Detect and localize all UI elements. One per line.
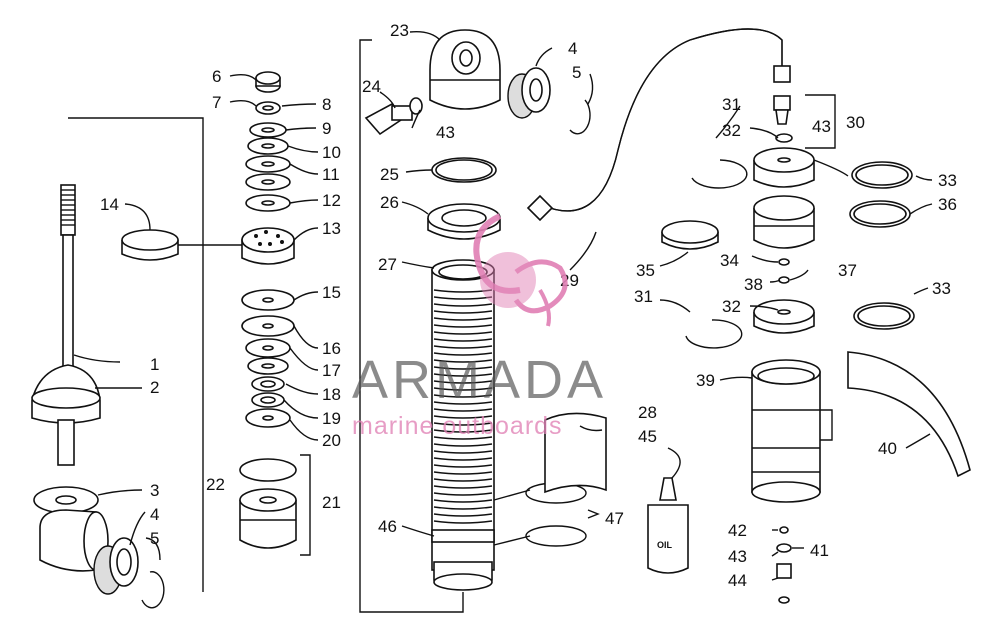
callout-c7: 7 <box>212 93 221 112</box>
part-40-curved-guard <box>847 351 971 478</box>
callout-c36: 36 <box>938 195 957 214</box>
callout-c25: 25 <box>380 165 399 184</box>
part-45-oil-bottle: OIL <box>647 477 689 574</box>
part-31a-ring <box>691 159 748 189</box>
part-34-piston-body <box>753 195 815 249</box>
callout-c12: 12 <box>322 191 341 210</box>
part-32a-piston <box>753 133 815 188</box>
part-27-cylinder <box>431 259 495 591</box>
callout-c22: 22 <box>206 475 225 494</box>
callout-c40: 40 <box>878 439 897 458</box>
watermark-logo-icon <box>473 213 568 327</box>
callout-c5b: 5 <box>572 63 581 82</box>
callout-c28: 28 <box>638 403 657 422</box>
part-47-rings <box>493 482 587 547</box>
callout-c23: 23 <box>390 21 409 40</box>
part-26-seal <box>427 203 501 240</box>
callout-c37: 37 <box>838 261 857 280</box>
part-24-fitting <box>364 97 423 136</box>
callout-c43b: 43 <box>812 117 831 136</box>
part-32b-piston <box>753 299 815 334</box>
part-piston-valve <box>241 227 295 265</box>
callout-c9: 9 <box>322 119 331 138</box>
callout-c44: 44 <box>728 571 747 590</box>
callout-c45: 45 <box>638 427 657 446</box>
oil-container-label: OIL <box>657 540 673 550</box>
callout-c47: 47 <box>605 509 624 528</box>
callout-c3: 3 <box>150 481 159 500</box>
callout-c41: 41 <box>810 541 829 560</box>
part-35-band <box>661 220 719 250</box>
part-37-38-pins <box>778 258 790 284</box>
callout-c24: 24 <box>362 77 381 96</box>
part-41-valve-parts <box>776 526 792 604</box>
callout-c4b: 4 <box>568 39 577 58</box>
part-25-oring <box>431 157 497 183</box>
callout-c33a: 33 <box>938 171 957 190</box>
part-28-sleeve <box>544 412 607 494</box>
part-4b-bushing <box>507 67 551 119</box>
callout-c20: 20 <box>322 431 341 450</box>
callout-c17: 17 <box>322 361 341 380</box>
callout-c30: 30 <box>846 113 865 132</box>
watermark: ARMADA marine outboards <box>352 213 607 440</box>
callout-c10: 10 <box>322 143 341 162</box>
part-5b-snap-ring <box>569 99 591 135</box>
callout-c38: 38 <box>744 275 763 294</box>
part-21-piston-assembly <box>239 458 297 549</box>
callout-c16: 16 <box>322 339 341 358</box>
part-30-valve-cap <box>773 95 791 125</box>
part-snap-ring-left <box>141 571 165 609</box>
callout-c21: 21 <box>322 493 341 512</box>
callout-c26: 26 <box>380 193 399 212</box>
callout-c13: 13 <box>322 219 341 238</box>
callout-c35: 35 <box>636 261 655 280</box>
callout-c39: 39 <box>696 371 715 390</box>
callout-c42: 42 <box>728 521 747 540</box>
part-29-hose <box>526 28 791 222</box>
watermark-tagline: marine outboards <box>352 412 563 440</box>
part-14-ring <box>121 229 242 261</box>
callout-c33b: 33 <box>932 279 951 298</box>
part-33-36-rings <box>849 161 915 330</box>
callout-c14: 14 <box>100 195 119 214</box>
part-39-reservoir <box>751 359 821 503</box>
group-brackets <box>68 39 836 613</box>
callout-c4a: 4 <box>150 505 159 524</box>
part-bushing-left <box>93 537 139 595</box>
part-23-top-mount <box>429 29 501 110</box>
callout-c5a: 5 <box>150 529 159 548</box>
callout-c34: 34 <box>720 251 739 270</box>
callout-c32b: 32 <box>722 297 741 316</box>
callout-c27: 27 <box>378 255 397 274</box>
callout-c15: 15 <box>322 283 341 302</box>
callout-c1: 1 <box>150 355 159 374</box>
watermark-brand: ARMADA <box>352 350 607 410</box>
callout-c43a: 43 <box>436 123 455 142</box>
callout-c11: 11 <box>322 165 340 184</box>
callout-c8: 8 <box>322 95 331 114</box>
part-nut <box>255 71 281 93</box>
part-washers-upper <box>245 101 291 212</box>
part-mount-washer <box>33 486 109 572</box>
callout-c32a: 32 <box>722 121 741 140</box>
part-31b-ring <box>685 319 743 349</box>
callout-c18: 18 <box>322 385 341 404</box>
callout-c19: 19 <box>322 409 341 428</box>
callout-c46: 46 <box>378 517 397 536</box>
callout-c31b: 31 <box>634 287 653 306</box>
leader-lines <box>73 30 933 581</box>
callout-c2: 2 <box>150 378 159 397</box>
callout-c6: 6 <box>212 67 221 86</box>
part-washers-lower <box>241 289 295 428</box>
part-piston-rod <box>60 184 76 381</box>
callout-c31a: 31 <box>722 95 741 114</box>
callout-c43c: 43 <box>728 547 747 566</box>
part-rod-end <box>31 364 101 466</box>
